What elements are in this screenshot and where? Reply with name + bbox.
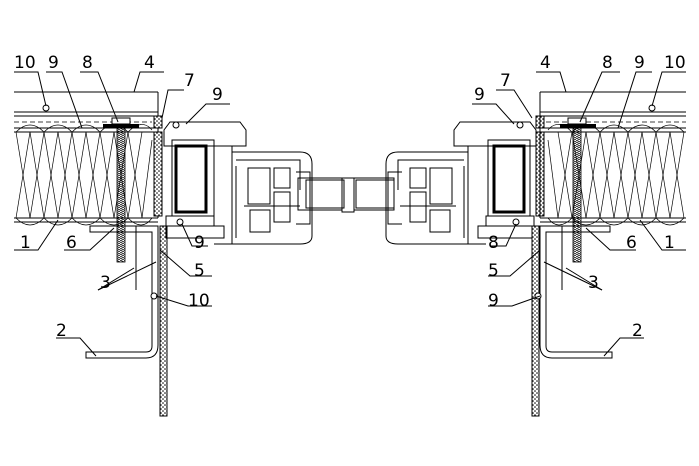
label-4-right: 4 [540, 53, 551, 73]
label-5-left: 5 [194, 261, 205, 281]
part-labels: 10 9 8 4 7 9 1 6 9 5 3 10 2 10 9 8 4 7 9… [14, 53, 686, 341]
label-9-left-sill: 9 [194, 233, 205, 253]
left-screw-icon [103, 117, 139, 263]
label-3-left: 3 [100, 273, 111, 293]
glazing-unit [297, 177, 395, 213]
label-6-right: 6 [626, 233, 637, 253]
label-8-left: 8 [82, 53, 93, 73]
label-1-left: 1 [20, 233, 31, 253]
label-10-left-low: 10 [188, 291, 210, 311]
right-vertical-seal [531, 225, 540, 417]
left-vertical-seal [159, 225, 168, 417]
right-sandwich-panel [539, 91, 686, 226]
right-bracket [539, 225, 613, 359]
leader-lines [14, 71, 686, 357]
label-9-left-frame: 9 [212, 85, 223, 105]
label-9-right-frame: 9 [474, 85, 485, 105]
right-window-frame [385, 121, 537, 245]
label-10-right: 10 [664, 53, 686, 73]
label-7-left: 7 [184, 71, 195, 91]
fastener-markers [42, 104, 656, 300]
right-screw-icon [560, 117, 596, 263]
label-9-right-low: 9 [488, 291, 499, 311]
left-sandwich-panel [14, 91, 159, 226]
label-4-left: 4 [144, 53, 155, 73]
label-5-right: 5 [488, 261, 499, 281]
label-7-right: 7 [500, 71, 511, 91]
label-6-left: 6 [66, 233, 77, 253]
left-bracket [85, 225, 159, 359]
label-10-left: 10 [14, 53, 36, 73]
label-1-right: 1 [664, 233, 675, 253]
label-8-right-sill: 8 [488, 233, 499, 253]
label-8-right: 8 [602, 53, 613, 73]
left-sealant-strip [153, 131, 163, 217]
label-9-left-top: 9 [48, 53, 59, 73]
label-2-left: 2 [56, 321, 67, 341]
label-2-right: 2 [632, 321, 643, 341]
left-window-frame [163, 121, 313, 245]
label-9-right-top: 9 [634, 53, 645, 73]
label-3-right: 3 [588, 273, 599, 293]
